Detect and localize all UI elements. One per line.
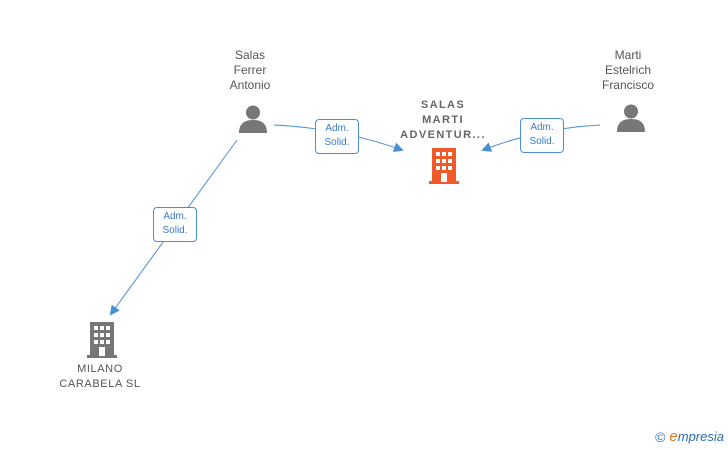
brand-logo[interactable]: empresia xyxy=(669,428,724,445)
person-label-salas-ferrer: Salas Ferrer Antonio xyxy=(229,48,271,92)
brand-logo-initial: e xyxy=(669,428,678,445)
person-icon[interactable] xyxy=(616,103,646,133)
company-label-milano: MILANO CARABELA SL xyxy=(59,363,141,390)
footer-brand: © empresia xyxy=(655,428,724,445)
brand-logo-text: mpresia xyxy=(677,429,724,444)
building-icon[interactable] xyxy=(86,322,118,358)
person-icon[interactable] xyxy=(238,104,268,134)
edge-label-salas-to-salas-marti[interactable]: Adm. Solid. xyxy=(315,119,359,154)
copyright-icon: © xyxy=(655,429,666,445)
main-company-label: SALAS MARTI ADVENTUR... xyxy=(400,99,486,141)
edge-label-salas-to-milano[interactable]: Adm. Solid. xyxy=(153,207,197,242)
edge-label-marti-to-salas-marti[interactable]: Adm. Solid. xyxy=(520,118,564,153)
building-icon[interactable] xyxy=(428,148,460,184)
person-label-marti-estelrich: Marti Estelrich Francisco xyxy=(601,48,654,92)
